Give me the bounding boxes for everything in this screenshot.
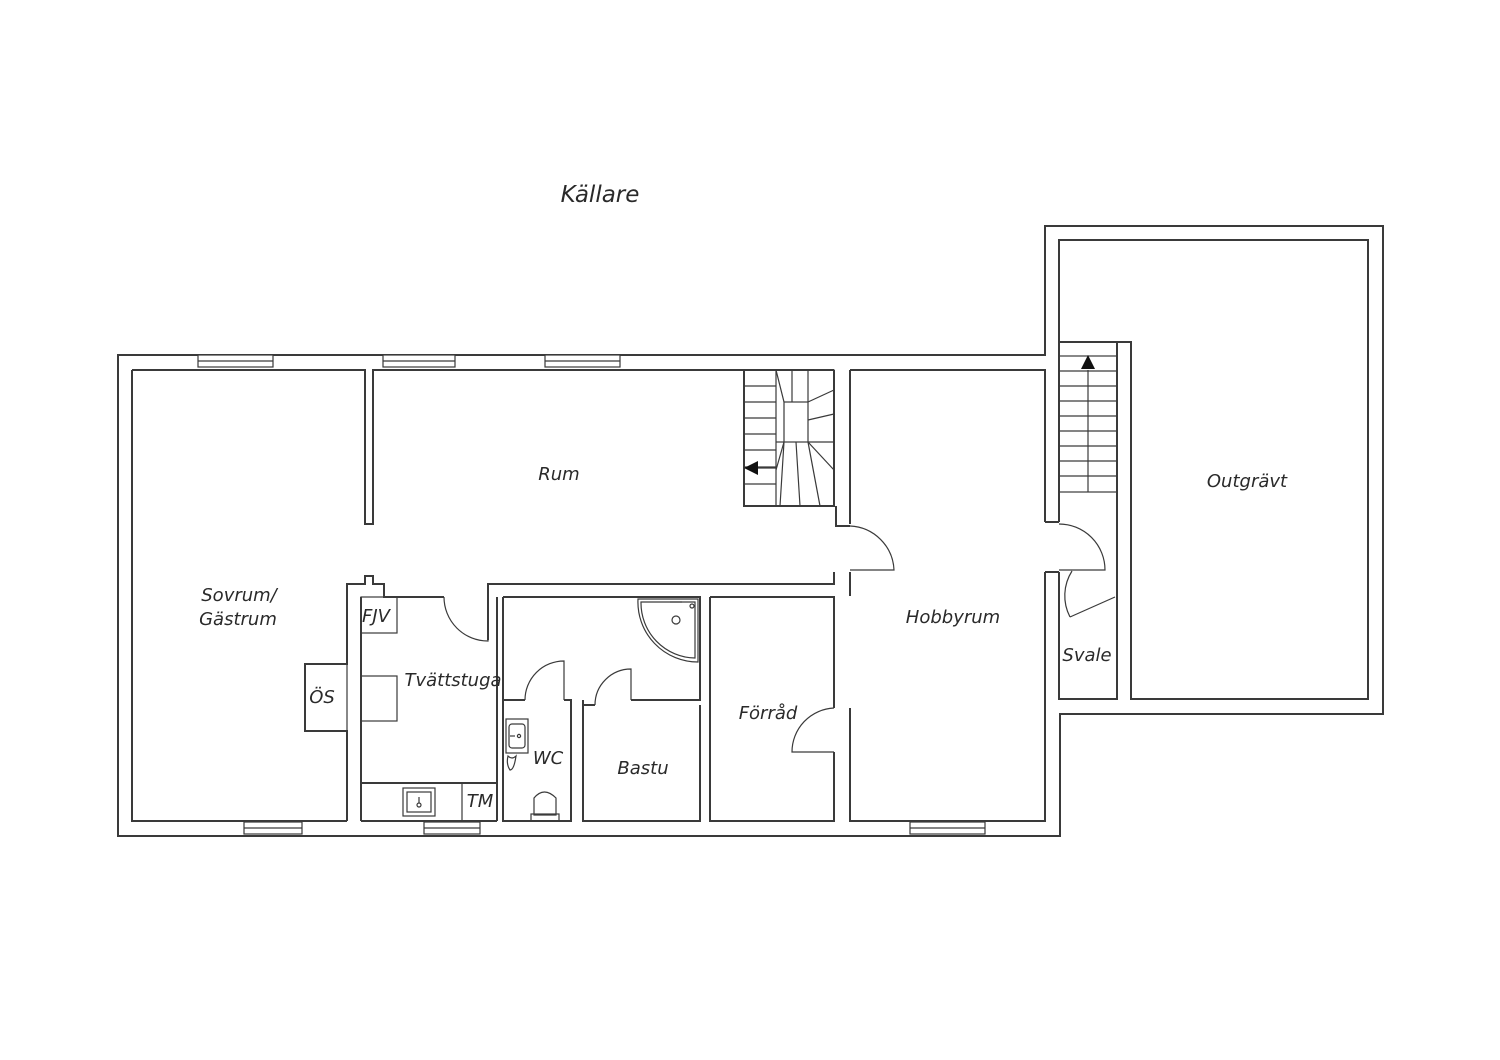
label-hobbyrum: Hobbyrum	[906, 607, 1000, 628]
stairs-main	[743, 369, 835, 507]
label-sovrum-line1: Sovrum/	[201, 585, 278, 606]
doors	[443, 523, 1116, 753]
toilet	[530, 791, 560, 822]
label-os: ÖS	[309, 686, 335, 708]
room-labels: Sovrum/ Gästrum Rum Tvättstuga WC Bastu …	[199, 464, 1288, 812]
door-wc	[524, 660, 565, 701]
label-tm: TM	[467, 791, 494, 812]
label-fjv: FJV	[362, 606, 392, 627]
door-svale	[1064, 570, 1116, 618]
door-rum-hobbyrum	[849, 525, 895, 571]
label-svale: Svale	[1062, 645, 1111, 666]
interior-walls	[304, 370, 1118, 822]
door-hobbyrum-hall	[1058, 523, 1106, 571]
door-bastu	[594, 668, 632, 706]
label-outgravt: Outgrävt	[1207, 471, 1288, 492]
label-tvattstuga: Tvättstuga	[404, 670, 501, 691]
door-forrad	[791, 707, 835, 753]
label-wc: WC	[533, 748, 564, 769]
label-forrad: Förråd	[739, 703, 798, 724]
stair-east-arrow	[1081, 355, 1095, 369]
outer-walls	[117, 225, 1384, 837]
fjv-unit	[360, 596, 398, 634]
laundry-sink	[402, 787, 436, 817]
label-rum: Rum	[538, 464, 579, 485]
stairs-east	[1058, 355, 1118, 493]
shower	[637, 598, 699, 663]
wc-sink	[505, 718, 529, 771]
fixtures	[304, 596, 699, 822]
stair-direction-arrow	[744, 461, 758, 475]
label-sovrum-line2: Gästrum	[199, 609, 277, 630]
windows	[197, 354, 986, 835]
door-tvattstuga	[443, 596, 489, 642]
plan-title: Källare	[561, 182, 640, 208]
laundry-machine	[360, 675, 398, 722]
label-bastu: Bastu	[617, 758, 668, 779]
